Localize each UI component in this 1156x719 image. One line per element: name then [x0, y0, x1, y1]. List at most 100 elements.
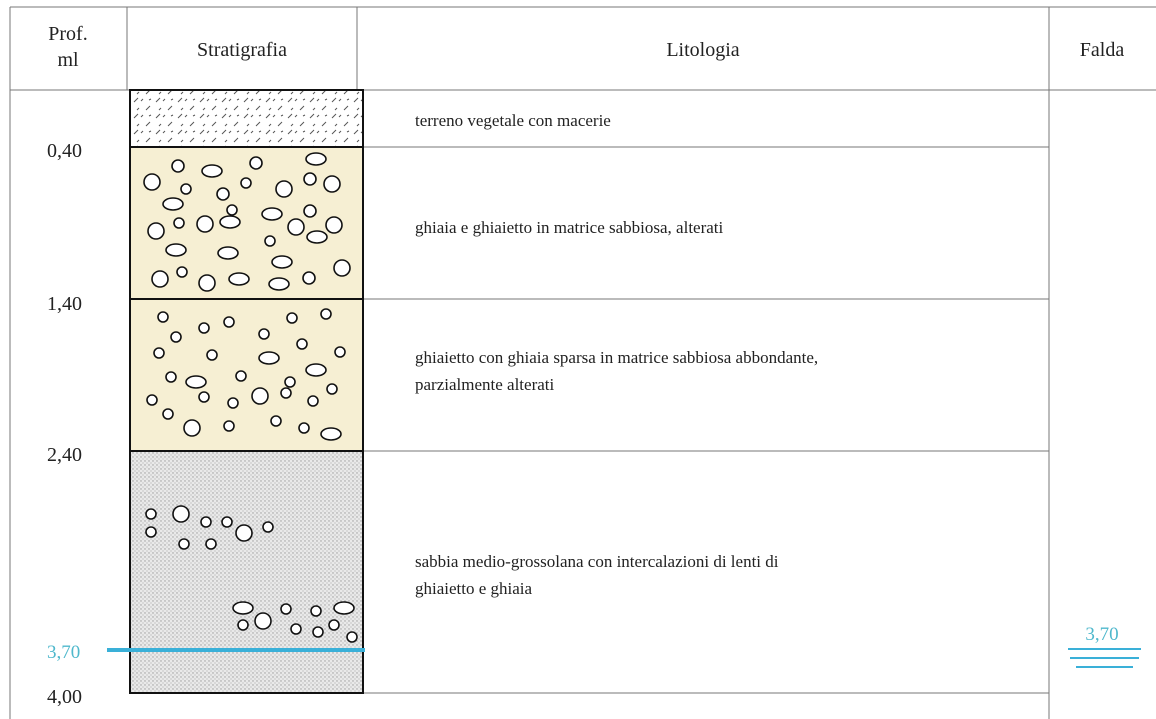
pebble-symbol — [143, 173, 161, 191]
depth-mark-4-00: 4,00 — [47, 686, 82, 708]
pebble-symbol — [201, 164, 223, 178]
layer-gravel-fill — [130, 147, 363, 299]
pebble-symbol — [305, 363, 327, 377]
pebble-symbol — [228, 272, 250, 286]
pebble-symbol — [312, 626, 324, 638]
pebble-symbol — [325, 216, 343, 234]
layer-sand-fill — [130, 451, 363, 693]
pebble-symbol — [183, 419, 201, 437]
pebble-symbol — [146, 394, 158, 406]
pebble-symbol — [217, 246, 239, 260]
pebble-symbol — [198, 322, 210, 334]
pebble-symbol — [287, 218, 305, 236]
pebble-symbol — [334, 346, 346, 358]
layer-3-description-line1: ghiaietto con ghiaia sparsa in matrice s… — [415, 348, 818, 367]
header-stratigraphy: Stratigrafia — [197, 39, 287, 61]
pebble-symbol — [275, 180, 293, 198]
pebble-symbol — [147, 222, 165, 240]
pebble-symbol — [346, 631, 358, 643]
pebble-symbol — [240, 177, 252, 189]
pebble-symbol — [254, 612, 272, 630]
layer-topsoil-fill — [130, 90, 363, 147]
pebble-symbol — [173, 217, 185, 229]
pebble-symbol — [268, 277, 290, 291]
pebble-symbol — [249, 156, 263, 170]
pebble-symbol — [258, 351, 280, 365]
pebble-symbol — [198, 391, 210, 403]
pebble-symbol — [264, 235, 276, 247]
layer-2-description: ghiaia e ghiaietto in matrice sabbiosa, … — [415, 218, 724, 237]
pebble-symbol — [216, 187, 230, 201]
pebble-symbol — [157, 311, 169, 323]
header-depth-line2: ml — [57, 49, 79, 71]
pebble-symbol — [261, 207, 283, 221]
pebble-symbol — [170, 331, 182, 343]
pebble-symbol — [180, 183, 192, 195]
pebble-symbol — [280, 603, 292, 615]
pebble-symbol — [226, 204, 238, 216]
pebble-symbol — [333, 259, 351, 277]
pebble-symbol — [280, 387, 292, 399]
layer-1-description: terreno vegetale con macerie — [415, 111, 611, 130]
layer-4-description-line1: sabbia medio-grossolana con intercalazio… — [415, 552, 779, 571]
pebble-symbol — [172, 505, 190, 523]
pebble-symbol — [145, 508, 157, 520]
pebble-symbol — [328, 619, 340, 631]
pebble-symbol — [165, 243, 187, 257]
pebble-symbol — [235, 524, 253, 542]
pebble-symbol — [206, 349, 218, 361]
header-lithology: Litologia — [666, 39, 739, 61]
pebble-symbol — [178, 538, 190, 550]
pebble-symbols — [143, 152, 358, 643]
pebble-symbol — [223, 316, 235, 328]
pebble-symbol — [198, 274, 216, 292]
pebble-symbol — [298, 422, 310, 434]
pebble-symbol — [145, 526, 157, 538]
pebble-symbol — [303, 172, 317, 186]
pebble-symbol — [185, 375, 207, 389]
pebble-symbol — [227, 397, 239, 409]
pebble-symbol — [205, 538, 217, 550]
pebble-symbol — [219, 215, 241, 229]
water-level-depth-label: 3,70 — [47, 642, 80, 663]
pebble-symbol — [320, 427, 342, 441]
pebble-symbol — [262, 521, 274, 533]
pebble-symbol — [290, 623, 302, 635]
pebble-symbol — [303, 204, 317, 218]
pebble-symbol — [165, 371, 177, 383]
pebble-symbol — [302, 271, 316, 285]
pebble-symbol — [326, 383, 338, 395]
pebble-symbol — [320, 308, 332, 320]
pebble-symbol — [307, 395, 319, 407]
pebble-symbol — [153, 347, 165, 359]
depth-mark-2-40: 2,40 — [47, 444, 82, 466]
pebble-symbol — [151, 270, 169, 288]
pebble-symbol — [286, 312, 298, 324]
pebble-symbol — [323, 175, 341, 193]
pebble-symbol — [284, 376, 296, 388]
falda-level-label: 3,70 — [1085, 624, 1118, 645]
pebble-symbol — [162, 408, 174, 420]
layer-4-description-line2: ghiaietto e ghiaia — [415, 579, 533, 598]
pebble-symbol — [251, 387, 269, 405]
pebble-symbol — [232, 601, 254, 615]
header-depth-line1: Prof. — [48, 23, 87, 45]
pebble-symbol — [296, 338, 308, 350]
header-water-table: Falda — [1080, 39, 1125, 61]
pebble-symbol — [271, 255, 293, 269]
pebble-symbol — [305, 152, 327, 166]
pebble-symbol — [176, 266, 188, 278]
depth-mark-1-40: 1,40 — [47, 293, 82, 315]
pebble-symbol — [221, 516, 233, 528]
pebble-symbol — [223, 420, 235, 432]
pebble-symbol — [258, 328, 270, 340]
pebble-symbol — [306, 230, 328, 244]
pebble-symbol — [333, 601, 355, 615]
pebble-symbol — [235, 370, 247, 382]
pebble-symbol — [196, 215, 214, 233]
pebble-symbol — [270, 415, 282, 427]
water-table-symbol — [1068, 648, 1141, 668]
depth-mark-0-40: 0,40 — [47, 140, 82, 162]
pebble-symbol — [237, 619, 249, 631]
